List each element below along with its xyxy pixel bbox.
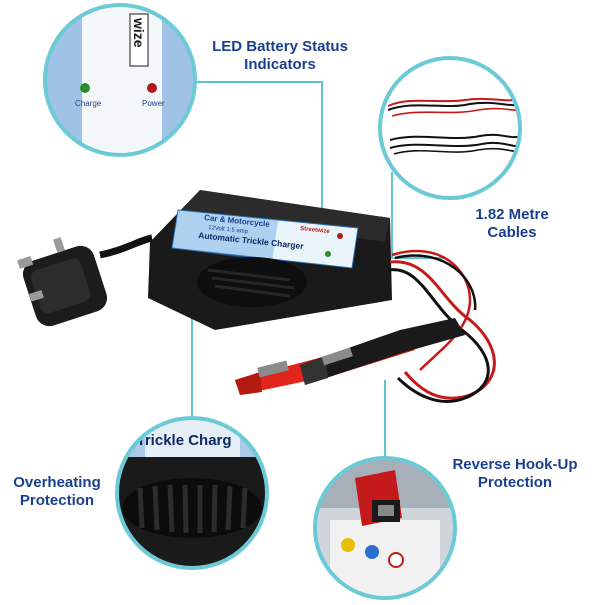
led-status-callout: LED Battery Status Indicators xyxy=(190,38,370,74)
charger-label-line2: 12Volt 1.5 amp xyxy=(208,225,249,235)
black-clamp xyxy=(300,318,465,385)
cables-callout-line xyxy=(391,172,445,259)
led-closeup-charge-label: Charge xyxy=(75,99,102,108)
led-closeup-circle: wize Charge Power xyxy=(43,3,197,157)
cables-callout-line2: Cables xyxy=(487,224,537,241)
led-closeup-power-label: Power xyxy=(142,99,165,108)
charger-brand-logo: Streetwize xyxy=(300,226,331,235)
led-closeup-brand-fragment: wize xyxy=(131,17,147,48)
charger-label-panel: Car & Motorcycle 12Volt 1.5 amp Automati… xyxy=(171,209,359,269)
led-callout-line xyxy=(190,81,323,225)
charger-unit: Car & Motorcycle 12Volt 1.5 amp Automati… xyxy=(148,190,392,330)
led-status-callout-line1: LED Battery Status xyxy=(212,38,348,55)
overheat-callout-line1: Overheating xyxy=(13,474,101,491)
power-led-closeup-icon xyxy=(147,83,157,93)
overheat-callout-line2: Protection xyxy=(19,492,95,509)
uk-plug xyxy=(17,234,153,327)
overheat-closeup-text: c Trickle Charg xyxy=(124,432,232,449)
output-cables xyxy=(387,249,496,403)
reverse-closeup-circle xyxy=(313,456,457,600)
charge-led-closeup-icon xyxy=(80,83,90,93)
power-led-icon xyxy=(337,233,343,239)
vent-grille xyxy=(197,257,307,307)
cables-callout: 1.82 Metre Cables xyxy=(452,206,572,242)
charge-led-icon xyxy=(325,251,331,257)
reverse-callout: Reverse Hook-Up Protection xyxy=(440,456,590,492)
led-status-callout-line2: Indicators xyxy=(244,56,316,73)
overheat-callout: Overheating Protection xyxy=(2,474,112,510)
cables-closeup-circle xyxy=(378,56,522,200)
reverse-callout-line1: Reverse Hook-Up xyxy=(452,456,578,473)
overheat-closeup-circle: c Trickle Charg xyxy=(115,416,269,570)
cables-callout-line1: 1.82 Metre xyxy=(475,206,549,223)
reverse-callout-line2: Protection xyxy=(477,474,553,491)
